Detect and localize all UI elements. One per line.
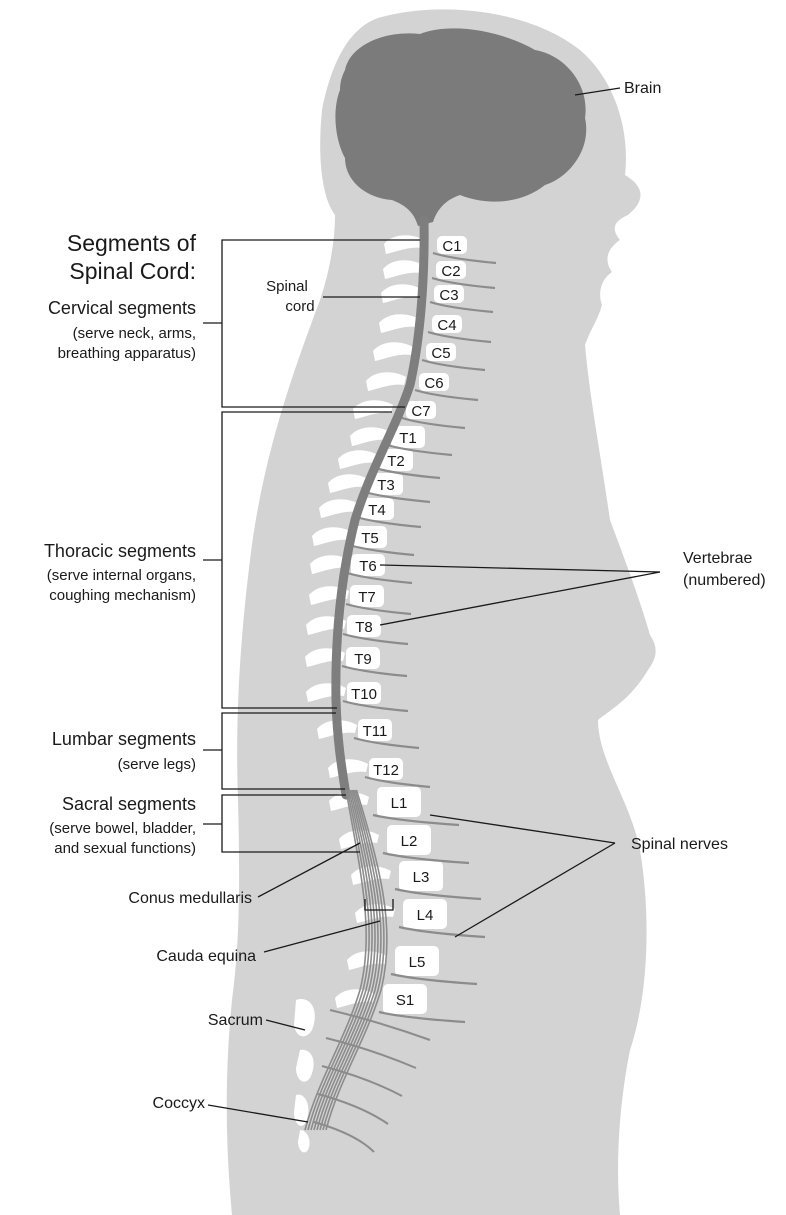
- cervical-title: Cervical segments: [48, 298, 196, 318]
- vertebra-label-c2: C2: [441, 263, 460, 280]
- cauda-label: Cauda equina: [156, 948, 256, 965]
- vertebra-label-c1: C1: [442, 238, 461, 255]
- sacrum-label: Sacrum: [208, 1012, 263, 1029]
- vertebra-label-t6: T6: [359, 558, 377, 575]
- vertebra-label-t11: T11: [363, 723, 388, 740]
- vertebra-label-l1: L1: [391, 795, 408, 812]
- vertebra-label-c7: C7: [411, 403, 430, 420]
- vertebra-label-t8: T8: [355, 619, 373, 636]
- cervical-desc-line1: (serve neck, arms,: [73, 325, 196, 342]
- sacral-desc-line2: and sexual functions): [54, 840, 196, 857]
- vertebra-label-t5: T5: [361, 530, 379, 547]
- vertebrae-label-line1: Vertebrae: [683, 550, 752, 567]
- heading-line2: Spinal Cord:: [69, 258, 196, 284]
- vertebra-label-l5: L5: [409, 954, 426, 971]
- vertebra-label-t4: T4: [368, 502, 386, 519]
- spinal-cord-label-line2: cord: [285, 298, 314, 315]
- vertebra-label-c4: C4: [437, 317, 456, 334]
- vertebra-label-l4: L4: [417, 907, 434, 924]
- sacral-desc-line1: (serve bowel, bladder,: [49, 820, 196, 837]
- vertebrae-label-line2: (numbered): [683, 572, 766, 589]
- vertebra-label-s1: S1: [396, 992, 414, 1009]
- sacral-title: Sacral segments: [62, 794, 196, 814]
- spinal-cord-label-line1: Spinal: [266, 278, 308, 295]
- lumbar-title: Lumbar segments: [52, 729, 196, 749]
- vertebra-label-c5: C5: [431, 345, 450, 362]
- vertebra-label-c3: C3: [439, 287, 458, 304]
- thoracic-title: Thoracic segments: [44, 541, 196, 561]
- vertebra-label-l2: L2: [401, 833, 418, 850]
- vertebra-label-t3: T3: [377, 477, 395, 494]
- vertebra-label-t10: T10: [351, 686, 377, 703]
- coccyx-label: Coccyx: [153, 1095, 205, 1112]
- spinal-nerves-label: Spinal nerves: [631, 836, 728, 853]
- conus-label: Conus medullaris: [128, 890, 252, 907]
- vertebra-label-t7: T7: [358, 589, 376, 606]
- vertebra-label-t12: T12: [373, 762, 399, 779]
- vertebra-label-l3: L3: [413, 869, 430, 886]
- vertebra-label-t2: T2: [387, 453, 405, 470]
- brain-label: Brain: [624, 80, 661, 97]
- vertebra-label-t9: T9: [354, 651, 372, 668]
- thoracic-desc-line2: coughing mechanism): [49, 587, 196, 604]
- cervical-desc-line2: breathing apparatus): [58, 345, 196, 362]
- thoracic-desc-line1: (serve internal organs,: [47, 567, 196, 584]
- vertebra-label-c6: C6: [424, 375, 443, 392]
- heading-line1: Segments of: [67, 230, 197, 256]
- vertebra-label-t1: T1: [399, 430, 417, 447]
- lumbar-desc: (serve legs): [118, 756, 196, 773]
